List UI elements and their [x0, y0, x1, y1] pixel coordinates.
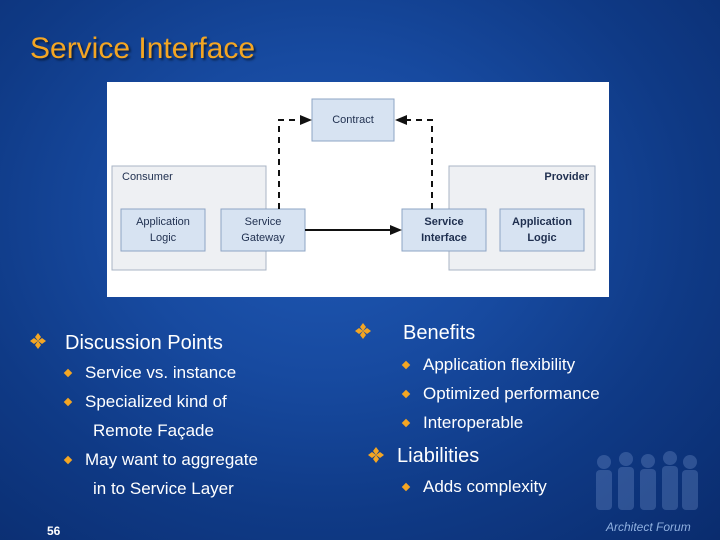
service-interface-line1: Service [424, 216, 464, 228]
diagram-graphics [111, 98, 596, 271]
provider-app-logic-line2: Logic [527, 232, 557, 244]
consumer-app-logic-line1: Application [136, 216, 190, 228]
diamond-bullet-icon [355, 323, 371, 339]
sub-bullet-icon [63, 397, 73, 407]
benefit-item-3: Interoperable [423, 413, 524, 432]
discussion-points-heading: Discussion Points [65, 332, 223, 354]
contract-box [311, 98, 395, 142]
liability-item-1: Adds complexity [423, 477, 547, 496]
service-gateway-box [220, 208, 306, 252]
service-interface-diagram: Contract Consumer Provider Application L… [107, 82, 609, 297]
diamond-bullet-icon [368, 447, 384, 463]
contract-left-arrowhead [300, 115, 312, 125]
people-silhouette-icon [596, 451, 698, 510]
sub-bullet-icon [63, 368, 73, 378]
consumer-contract-dash [278, 119, 300, 209]
sub-bullet-icon [401, 389, 411, 399]
page-number: 56 [47, 524, 61, 538]
contract-label: Contract [332, 114, 374, 126]
benefits-heading: Benefits [403, 322, 476, 344]
benefit-item-1: Application flexibility [423, 355, 576, 374]
service-gateway-line1: Service [244, 216, 282, 228]
benefit-item-2: Optimized performance [423, 384, 600, 403]
liabilities-heading: Liabilities [397, 445, 480, 467]
contract-right-arrowhead [395, 115, 407, 125]
slide-title: Service Interface [30, 32, 256, 65]
service-gateway-line2: Gateway [241, 232, 285, 244]
consumer-app-logic-line2: Logic [149, 232, 177, 244]
sub-bullet-icon [401, 360, 411, 370]
sub-bullet-icon [401, 418, 411, 428]
provider-app-logic-line1: Application [512, 216, 572, 228]
discussion-item-1: Service vs. instance [85, 363, 237, 382]
discussion-item-3-cont: in to Service Layer [93, 479, 234, 498]
interface-arrowhead [390, 225, 402, 235]
discussion-item-2-cont: Remote Façade [93, 421, 214, 440]
sub-bullet-icon [63, 455, 73, 465]
discussion-item-2: Specialized kind of [85, 392, 227, 411]
consumer-label: Consumer [122, 171, 173, 183]
discussion-item-3: May want to aggregate [85, 450, 258, 469]
consumer-app-logic-box [120, 208, 206, 252]
provider-contract-dash [407, 119, 433, 209]
sub-bullet-icon [401, 482, 411, 492]
provider-label: Provider [544, 171, 589, 183]
diamond-bullet-icon [30, 333, 46, 349]
architect-forum-logo: Architect Forum [606, 520, 691, 534]
provider-app-logic-box [499, 208, 585, 252]
service-interface-line2: Interface [421, 232, 467, 244]
